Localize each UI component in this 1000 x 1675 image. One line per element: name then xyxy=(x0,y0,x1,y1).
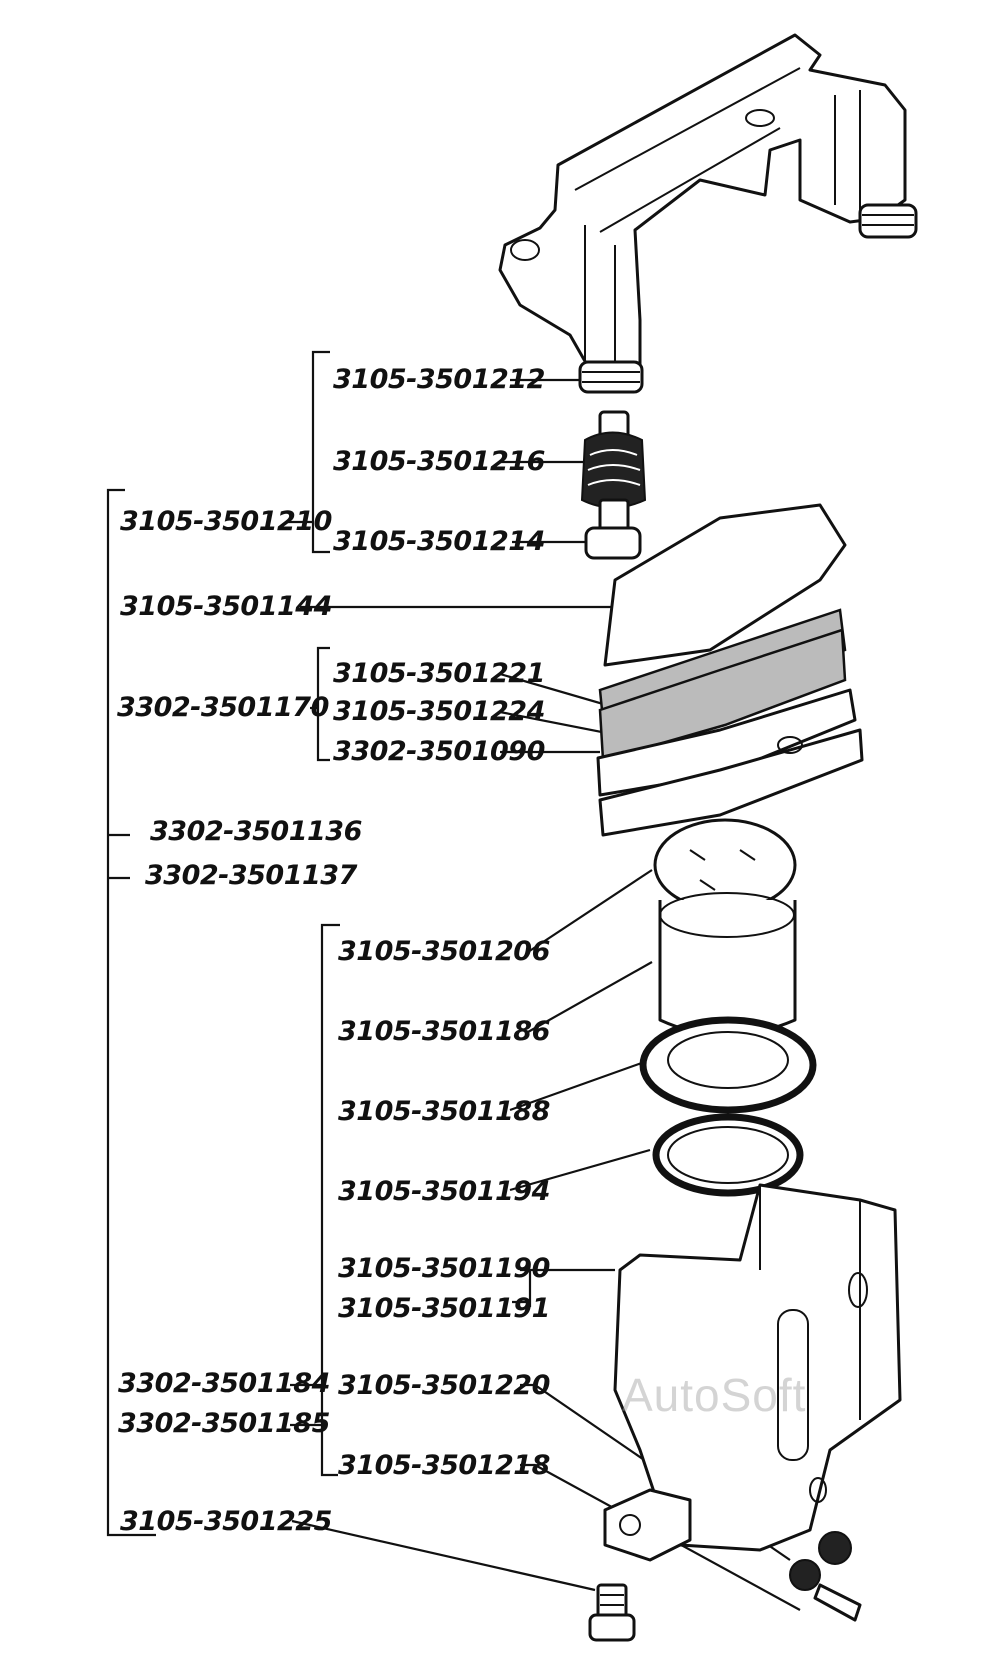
part-label-3105-3501210: 3105-3501210 xyxy=(120,506,332,537)
part-label-3302-3501137: 3302-3501137 xyxy=(145,860,357,891)
part-label-3302-3501170: 3302-3501170 xyxy=(117,692,329,723)
caliper-housing-drawing xyxy=(603,1183,902,1622)
part-label-3302-3501185: 3302-3501185 xyxy=(118,1408,330,1439)
part-label-3105-3501224: 3105-3501224 xyxy=(333,696,545,727)
mounting-bracket-drawing xyxy=(498,33,918,394)
part-label-3105-3501220: 3105-3501220 xyxy=(338,1370,550,1401)
bolt-drawing xyxy=(588,1583,636,1642)
part-label-3105-3501186: 3105-3501186 xyxy=(338,1016,550,1047)
part-label-3105-3501225: 3105-3501225 xyxy=(120,1506,332,1537)
brake-pads-drawing xyxy=(596,503,864,837)
part-label-3105-3501190: 3105-3501190 xyxy=(338,1253,550,1284)
part-label-3105-3501212: 3105-3501212 xyxy=(333,364,545,395)
part-label-3105-3501221: 3105-3501221 xyxy=(333,658,545,689)
guide-pin-drawing xyxy=(580,410,647,560)
part-label-3105-3501216: 3105-3501216 xyxy=(333,446,545,477)
part-label-3302-3501184: 3302-3501184 xyxy=(118,1368,330,1399)
part-label-3105-3501206: 3105-3501206 xyxy=(338,936,550,967)
part-label-3105-3501144: 3105-3501144 xyxy=(120,591,332,622)
part-label-3105-3501188: 3105-3501188 xyxy=(338,1096,550,1127)
part-label-3302-3501136: 3302-3501136 xyxy=(150,816,362,847)
piston-drawing xyxy=(653,818,797,1037)
part-label-3302-3501090: 3302-3501090 xyxy=(333,736,545,767)
watermark: AutoSoft xyxy=(622,1369,807,1421)
seals-drawing xyxy=(639,1016,817,1197)
part-label-3105-3501214: 3105-3501214 xyxy=(333,526,545,557)
part-label-3105-3501191: 3105-3501191 xyxy=(338,1293,550,1324)
part-label-3105-3501218: 3105-3501218 xyxy=(338,1450,550,1481)
part-label-3105-3501194: 3105-3501194 xyxy=(338,1176,550,1207)
